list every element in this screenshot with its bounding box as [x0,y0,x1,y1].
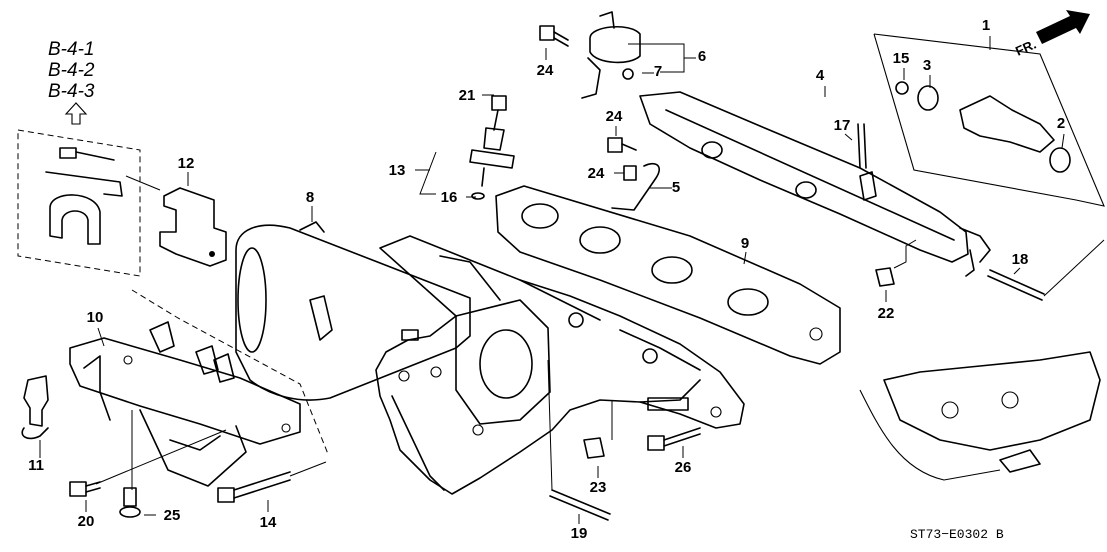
callout-2: 2 [1057,115,1065,132]
bolt-24-b [607,137,637,153]
callout-13: 13 [389,162,406,179]
front-direction-indicator: FR. [1013,10,1090,59]
injector-assembly-1 [873,33,1105,207]
callout-17: 17 [834,117,851,134]
bolt-24-c [623,165,637,181]
reference-list: B-4-1 B-4-2 B-4-3 [48,39,95,125]
callout-leader-18 [1013,267,1021,275]
nut-23 [583,400,613,459]
manifold-stay-10 [69,289,329,490]
clip-11 [21,375,49,440]
reference-b-4-1: B-4-1 [48,39,94,60]
detail-inset [17,129,161,277]
cylinder-head-outline [859,351,1101,481]
stud-17 [857,123,867,169]
bracket-12 [159,187,227,267]
reference-b-4-3: B-4-3 [48,81,95,102]
manifold-gasket-9 [495,185,841,365]
callout-14: 14 [260,514,277,531]
callout-4: 4 [816,67,825,84]
reference-b-4-2: B-4-2 [48,60,95,81]
callout-24a: 24 [537,62,554,79]
bolt-20 [69,481,101,497]
callout-leader-10 [97,327,105,347]
callout-16: 16 [441,189,458,206]
callout-7: 7 [654,63,662,80]
intake-manifold [375,235,745,495]
bolt-14 [217,461,327,503]
intake-chamber-8 [235,221,471,401]
callout-5: 5 [672,179,680,196]
callout-26: 26 [675,459,692,476]
callout-24c: 24 [588,165,605,182]
bolt-25 [119,487,141,518]
callout-20: 20 [78,513,95,530]
callout-11: 11 [28,457,44,474]
reference-arrow-icon [64,102,88,125]
callout-9: 9 [741,235,749,252]
stud-18 [987,239,1105,301]
front-arrow-icon [1036,10,1090,44]
callout-1: 1 [982,17,990,34]
callout-8: 8 [306,189,314,206]
pressure-regulator-6 [581,11,685,99]
front-direction-label: FR. [1013,37,1038,59]
callout-18: 18 [1012,251,1029,268]
callout-23: 23 [590,479,607,496]
callout-12: 12 [178,155,195,172]
callout-21: 21 [459,87,476,104]
callout-24b: 24 [606,108,623,125]
callout-leader-2 [1061,133,1065,149]
stud-19 [547,359,611,521]
bolt-26 [647,427,701,451]
callout-25: 25 [164,507,181,524]
callout-3: 3 [923,57,931,74]
callout-15: 15 [893,50,910,67]
callout-10: 10 [87,309,104,326]
callout-19: 19 [571,525,588,542]
bracket-5 [611,162,660,211]
callout-leader-17 [844,133,853,141]
callout-leader-9 [743,251,747,265]
fuel-rail-4 [639,91,991,277]
callout-6: 6 [698,48,706,65]
callout-22: 22 [878,305,895,322]
sensor-13 [419,95,515,200]
nut-22 [875,239,917,287]
diagram-code: ST73−E0302 B [910,527,1004,542]
bolt-24-a [539,25,569,47]
